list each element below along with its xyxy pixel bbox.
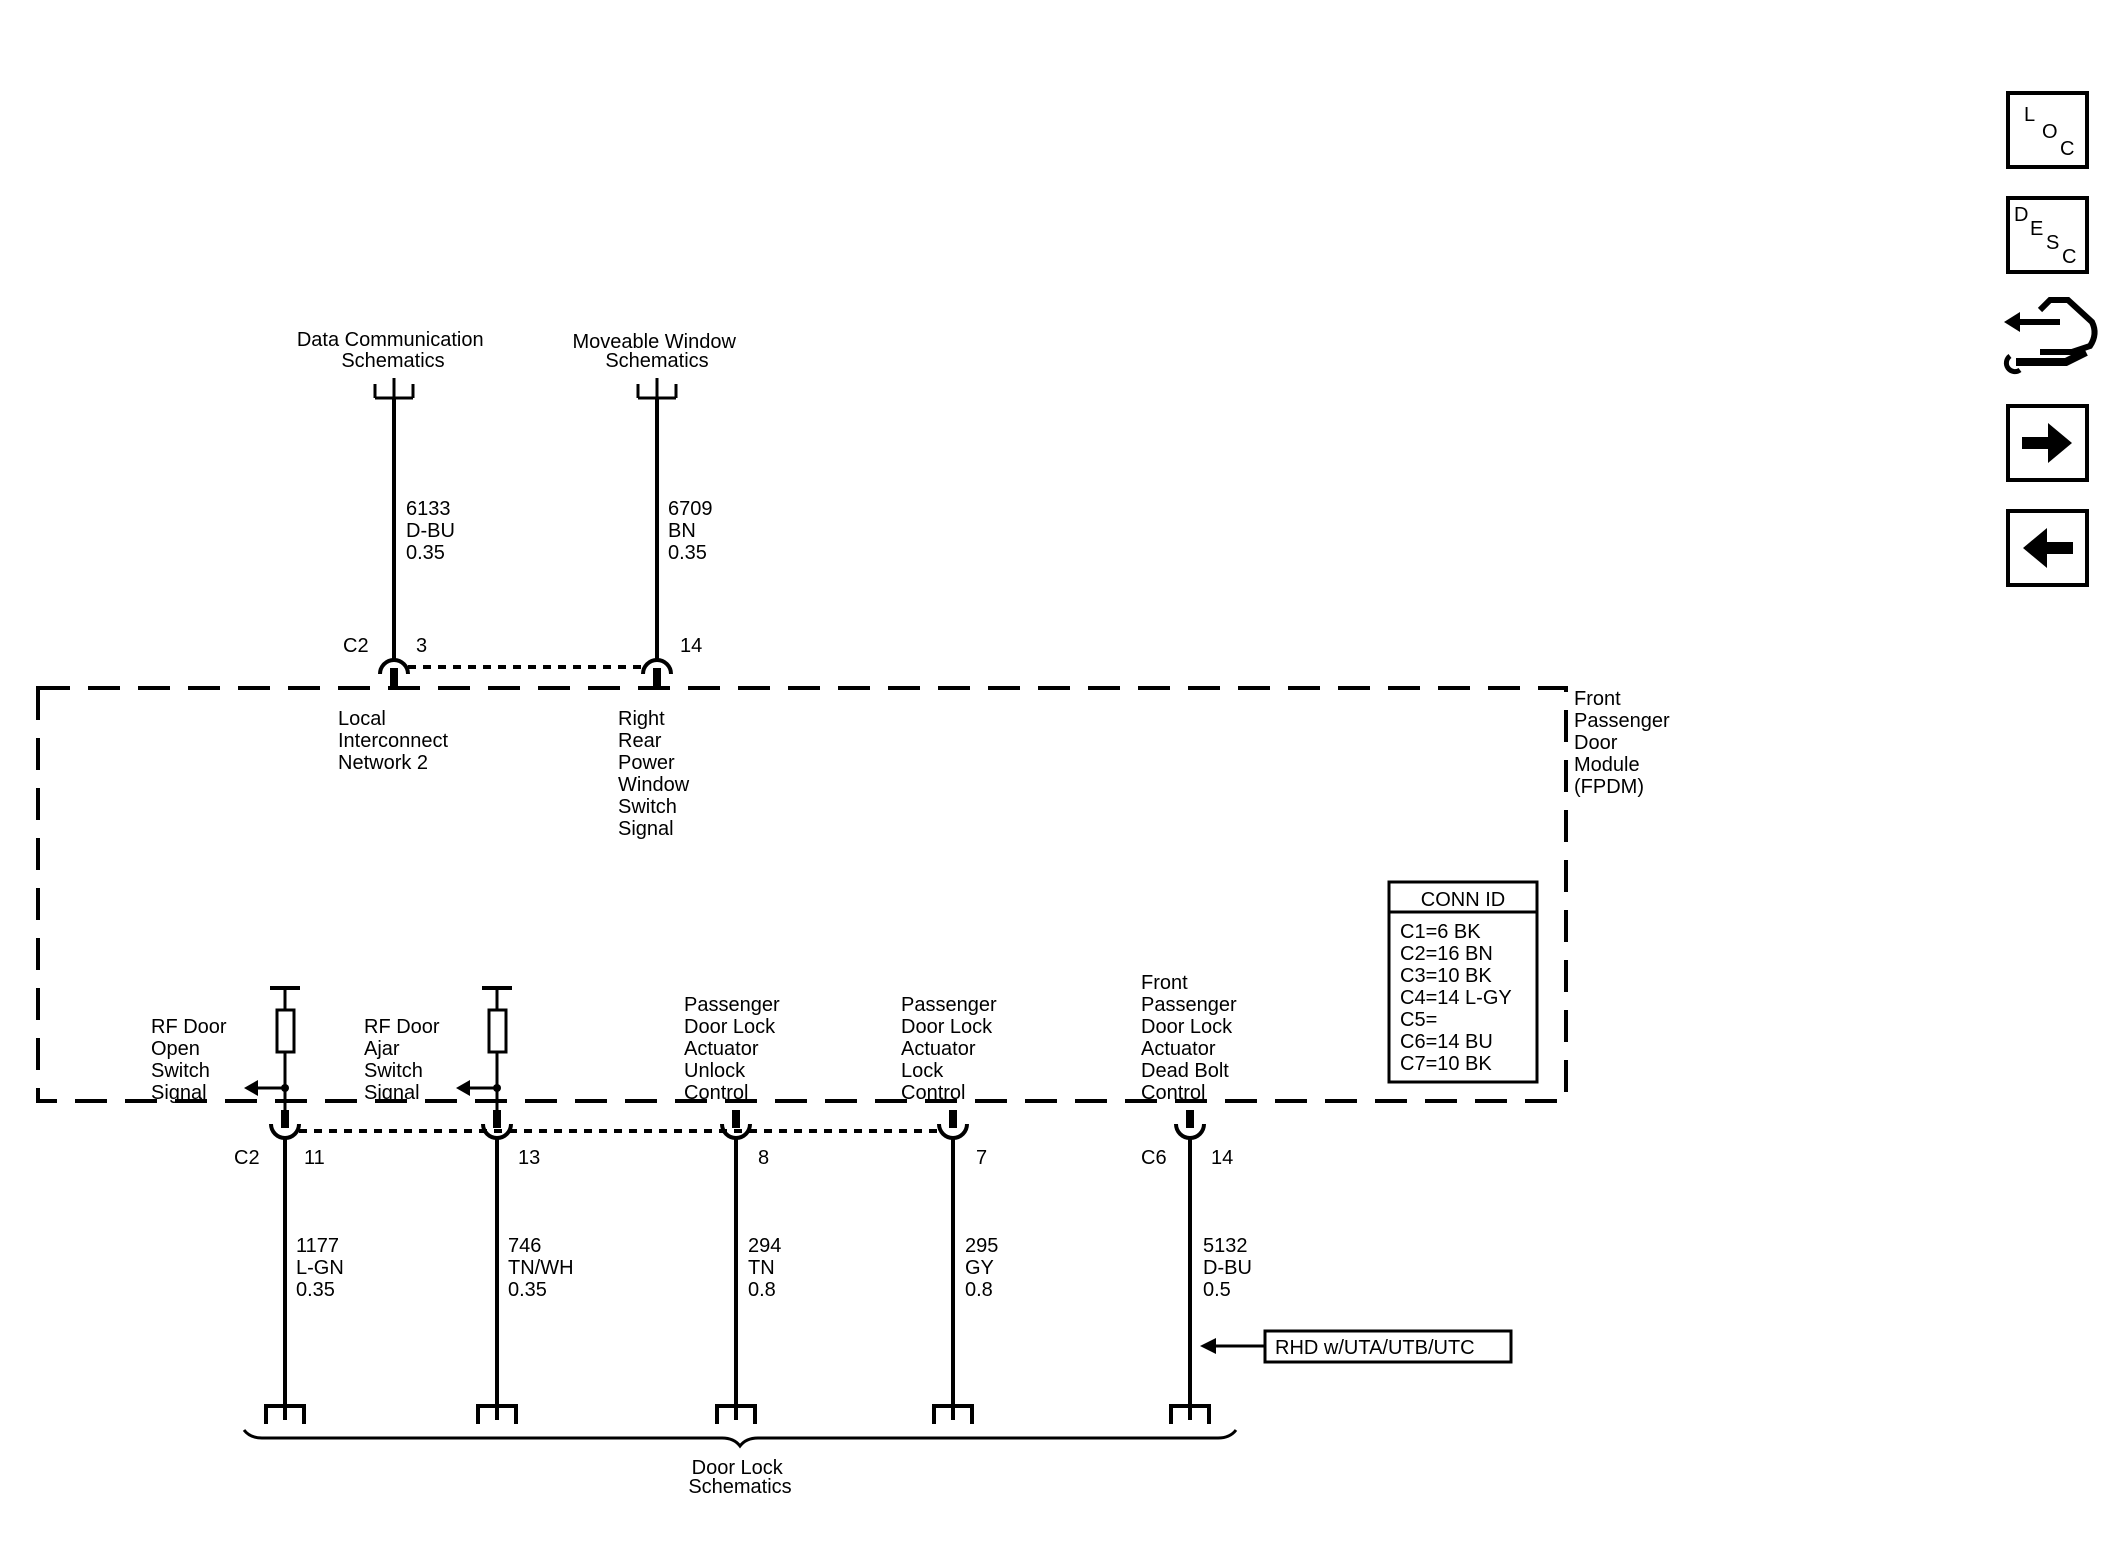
bottom-connection-rf-door-open: RF Door Open Switch Signal C2 11 1177 L-… [151, 1016, 349, 1424]
top-connection-moveable-window: Moveable Window Schematics 6709 BN 0.35 … [573, 331, 742, 840]
bottom-dest-label: Door Lock Schematics [688, 1457, 791, 1498]
schematic-reference-bracket [715, 1404, 757, 1424]
wire-label: 1177 L-GN 0.35 [296, 1235, 349, 1301]
signal-label: Front Passenger Door Lock Actuator Dead … [1141, 972, 1242, 1104]
connector-pin [1174, 1123, 1206, 1140]
arrow-left-icon [1200, 1338, 1216, 1354]
switch-circuit-open [244, 986, 300, 1112]
rhd-option: RHD w/UTA/UTB/UTC [1200, 1329, 1513, 1364]
connector-pin [641, 658, 673, 675]
desc-button[interactable]: D E S C [2006, 196, 2089, 274]
resistor [275, 1008, 296, 1054]
schematic-reference-bracket [476, 1404, 518, 1424]
signal-label: RF Door Open Switch Signal [151, 1016, 232, 1104]
resistor [487, 1008, 508, 1054]
module-name: Front Passenger Door Module (FPDM) [1574, 688, 1675, 798]
pin-number: 11 [304, 1147, 325, 1169]
bottom-connection-unlock-control: Passenger Door Lock Actuator Unlock Cont… [684, 994, 787, 1424]
arrow-right-icon [2022, 423, 2072, 463]
module-boundary [36, 686, 1568, 1103]
connector-id: C2 [343, 635, 369, 657]
signal-label: Local Interconnect Network 2 [338, 708, 454, 774]
service-info-button[interactable] [2003, 297, 2098, 375]
switch-circuit-ajar [456, 986, 512, 1112]
pin-number: 8 [758, 1147, 769, 1169]
pin-number: 14 [680, 635, 702, 657]
pin-number: 14 [1211, 1147, 1233, 1169]
dest-label: Data Communication Schematics [297, 329, 489, 372]
pin-number: 3 [416, 635, 427, 657]
schematic-reference-bracket [636, 378, 678, 400]
conn-id-rows: C1=6 BK C2=16 BN C3=10 BK C4=14 L-GY C5=… [1400, 921, 1517, 1075]
signal-label: Passenger Door Lock Actuator Unlock Cont… [684, 994, 785, 1104]
rhd-option-label: RHD w/UTA/UTB/UTC [1275, 1337, 1475, 1359]
bottom-connection-lock-control: Passenger Door Lock Actuator Lock Contro… [901, 994, 1004, 1424]
conn-id-table: CONN ID C1=6 BK C2=16 BN C3=10 BK C4=14 … [1387, 880, 1539, 1084]
wire-label: 295 GY 0.8 [965, 1235, 1004, 1301]
loc-letter-o: O [2042, 121, 2058, 143]
schematic-reference-bracket [264, 1404, 306, 1424]
conn-id-title: CONN ID [1421, 889, 1505, 911]
bottom-connection-dead-bolt-control: Front Passenger Door Lock Actuator Dead … [1141, 972, 1257, 1424]
connector-pin [269, 1123, 301, 1140]
arrow-left-icon [456, 1080, 470, 1096]
top-connection-data-communication: Data Communication Schematics 6133 D-BU … [297, 329, 489, 774]
signal-label: Right Rear Power Window Switch Signal [618, 708, 695, 840]
wire-label: 746 TN/WH 0.35 [508, 1235, 579, 1301]
desc-letter-e: E [2030, 218, 2043, 240]
desc-letter-d: D [2014, 204, 2028, 226]
pin-number: 13 [518, 1147, 540, 1169]
loc-letter-l: L [2024, 104, 2035, 126]
connector-id: C6 [1141, 1147, 1167, 1169]
desc-letter-s: S [2046, 232, 2059, 254]
bottom-connection-rf-door-ajar: RF Door Ajar Switch Signal 13 746 TN/WH … [364, 1016, 579, 1424]
schematic-reference-bracket [373, 378, 415, 400]
bottom-brace [242, 1429, 1238, 1449]
connector-id: C2 [234, 1147, 260, 1169]
wire-label: 6133 D-BU 0.35 [406, 498, 460, 564]
signal-label: RF Door Ajar Switch Signal [364, 1016, 445, 1104]
signal-label: Passenger Door Lock Actuator Lock Contro… [901, 994, 1002, 1104]
dest-label: Moveable Window Schematics [573, 331, 742, 372]
arrow-left-icon [244, 1080, 258, 1096]
wire-label: 6709 BN 0.35 [668, 498, 718, 564]
back-button[interactable] [2006, 509, 2089, 587]
wire-label: 5132 D-BU 0.5 [1203, 1235, 1257, 1301]
loc-button[interactable]: L O C [2006, 91, 2089, 169]
loc-letter-c: C [2060, 138, 2074, 160]
schematic-reference-bracket [1169, 1404, 1211, 1424]
connector-pin [378, 658, 410, 675]
wire-label: 294 TN 0.8 [748, 1235, 787, 1301]
hand-wrench-icon [2003, 297, 2098, 375]
connector-pin [937, 1123, 969, 1140]
desc-letter-c: C [2062, 246, 2076, 268]
pin-number: 7 [976, 1147, 987, 1169]
next-button[interactable] [2006, 404, 2089, 482]
arrow-left-icon [2023, 528, 2073, 568]
schematic-reference-bracket [932, 1404, 974, 1424]
